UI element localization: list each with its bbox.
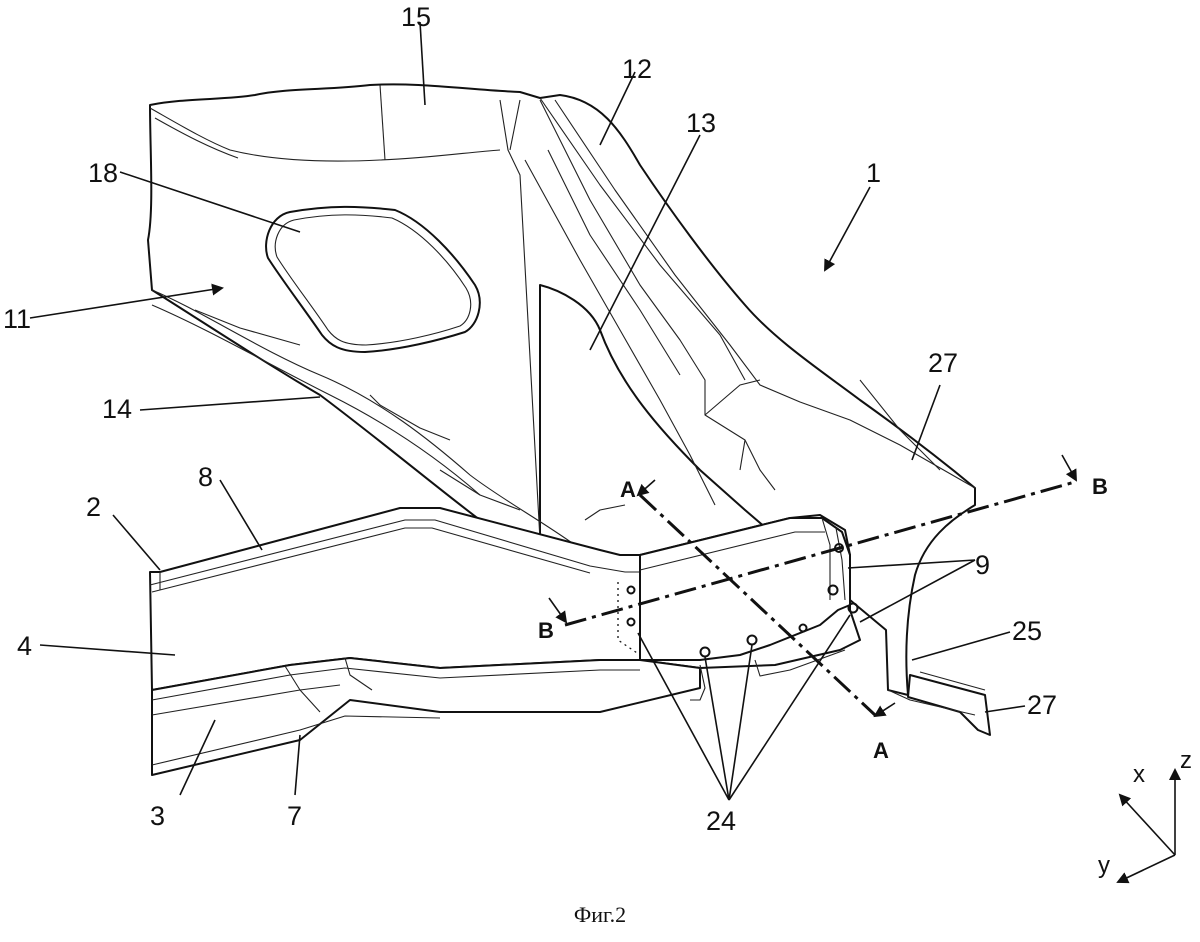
section-mark-b-left: B [538, 618, 554, 643]
ref-label-12: 12 [622, 54, 652, 84]
ref-label-4: 4 [17, 631, 32, 661]
ref-label-1: 1 [866, 158, 881, 188]
ref-label-24: 24 [706, 806, 736, 836]
section-mark-a-top: A [620, 477, 636, 502]
section-line-b [548, 454, 1077, 627]
opening-18 [265, 205, 481, 353]
flange-drawing [887, 671, 991, 736]
ref-label-7: 7 [287, 801, 302, 831]
coordinate-axes: x z y [1098, 747, 1192, 884]
ref-label-27-lower: 27 [1027, 690, 1057, 720]
ref-label-3: 3 [150, 801, 165, 831]
ref-label-27-upper: 27 [928, 348, 958, 378]
ref-label-11: 11 [3, 304, 31, 334]
axis-x-label: x [1133, 761, 1145, 788]
section-mark-b-right: B [1092, 474, 1108, 499]
section-line-a [636, 479, 896, 718]
ref-label-8: 8 [198, 462, 213, 492]
ref-label-2: 2 [86, 492, 101, 522]
ref-label-13: 13 [686, 108, 716, 138]
axis-y-label: y [1098, 852, 1110, 879]
leader-lines [29, 21, 1026, 801]
bracket-drawing [617, 517, 859, 701]
figure-caption: Фиг.2 [574, 902, 626, 927]
section-marks: A A B B [538, 474, 1108, 763]
ref-label-18: 18 [88, 158, 118, 188]
ref-label-14: 14 [102, 394, 132, 424]
ref-label-15: 15 [401, 2, 431, 32]
section-mark-a-bottom: A [873, 738, 889, 763]
reference-labels: 1 2 3 4 7 8 9 11 12 13 14 15 18 24 25 27… [3, 2, 1057, 836]
ref-label-25: 25 [1012, 616, 1042, 646]
ref-label-9: 9 [975, 550, 990, 580]
axis-z-label: z [1180, 747, 1192, 774]
